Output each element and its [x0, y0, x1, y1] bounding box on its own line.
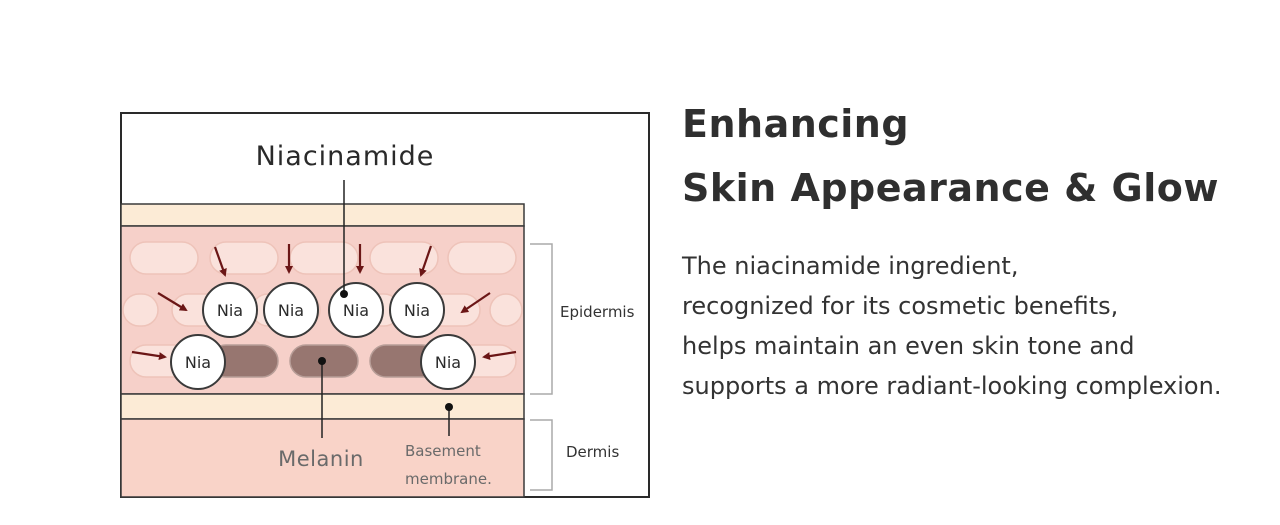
- nia-molecule: Nia: [202, 282, 258, 338]
- nia-molecule: Nia: [389, 282, 445, 338]
- skin-diagram: Nia Nia Nia Nia Nia Nia Niacinamide Mela…: [120, 112, 650, 498]
- nia-molecule: Nia: [420, 334, 476, 390]
- epidermis-label: Epidermis: [560, 303, 635, 321]
- title-line-2: Skin Appearance & Glow: [682, 166, 1219, 210]
- nia-label: Nia: [278, 301, 304, 320]
- nia-molecule: Nia: [263, 282, 319, 338]
- epidermis-bracket: [530, 243, 553, 395]
- nia-molecule: Nia: [328, 282, 384, 338]
- nia-label: Nia: [343, 301, 369, 320]
- absorption-arrows: [131, 244, 517, 361]
- nia-label: Nia: [217, 301, 243, 320]
- stratum-corneum-layer: [120, 203, 525, 227]
- nia-label: Nia: [404, 301, 430, 320]
- description: The niacinamide ingredient, recognized f…: [682, 246, 1221, 406]
- dermis-bracket: [530, 419, 553, 491]
- nia-label: Nia: [435, 353, 461, 372]
- description-line-1: The niacinamide ingredient,: [682, 252, 1019, 280]
- title-line-1: Enhancing: [682, 102, 910, 146]
- leader-lines: [318, 180, 453, 438]
- description-line-4: supports a more radiant-looking complexi…: [682, 372, 1222, 400]
- nia-label: Nia: [185, 353, 211, 372]
- melanin-label: Melanin: [278, 447, 364, 471]
- melanin-cells: [209, 344, 439, 378]
- niacinamide-label: Niacinamide: [256, 141, 435, 172]
- basement-membrane-label-line1: Basement: [405, 442, 481, 460]
- basement-membrane-label-line2: membrane.: [405, 470, 492, 488]
- nia-molecule: Nia: [170, 334, 226, 390]
- description-line-3: helps maintain an even skin tone and: [682, 332, 1135, 360]
- dermis-label: Dermis: [566, 443, 619, 461]
- page-title: Enhancing Skin Appearance & Glow: [682, 92, 1219, 220]
- description-line-2: recognized for its cosmetic benefits,: [682, 292, 1119, 320]
